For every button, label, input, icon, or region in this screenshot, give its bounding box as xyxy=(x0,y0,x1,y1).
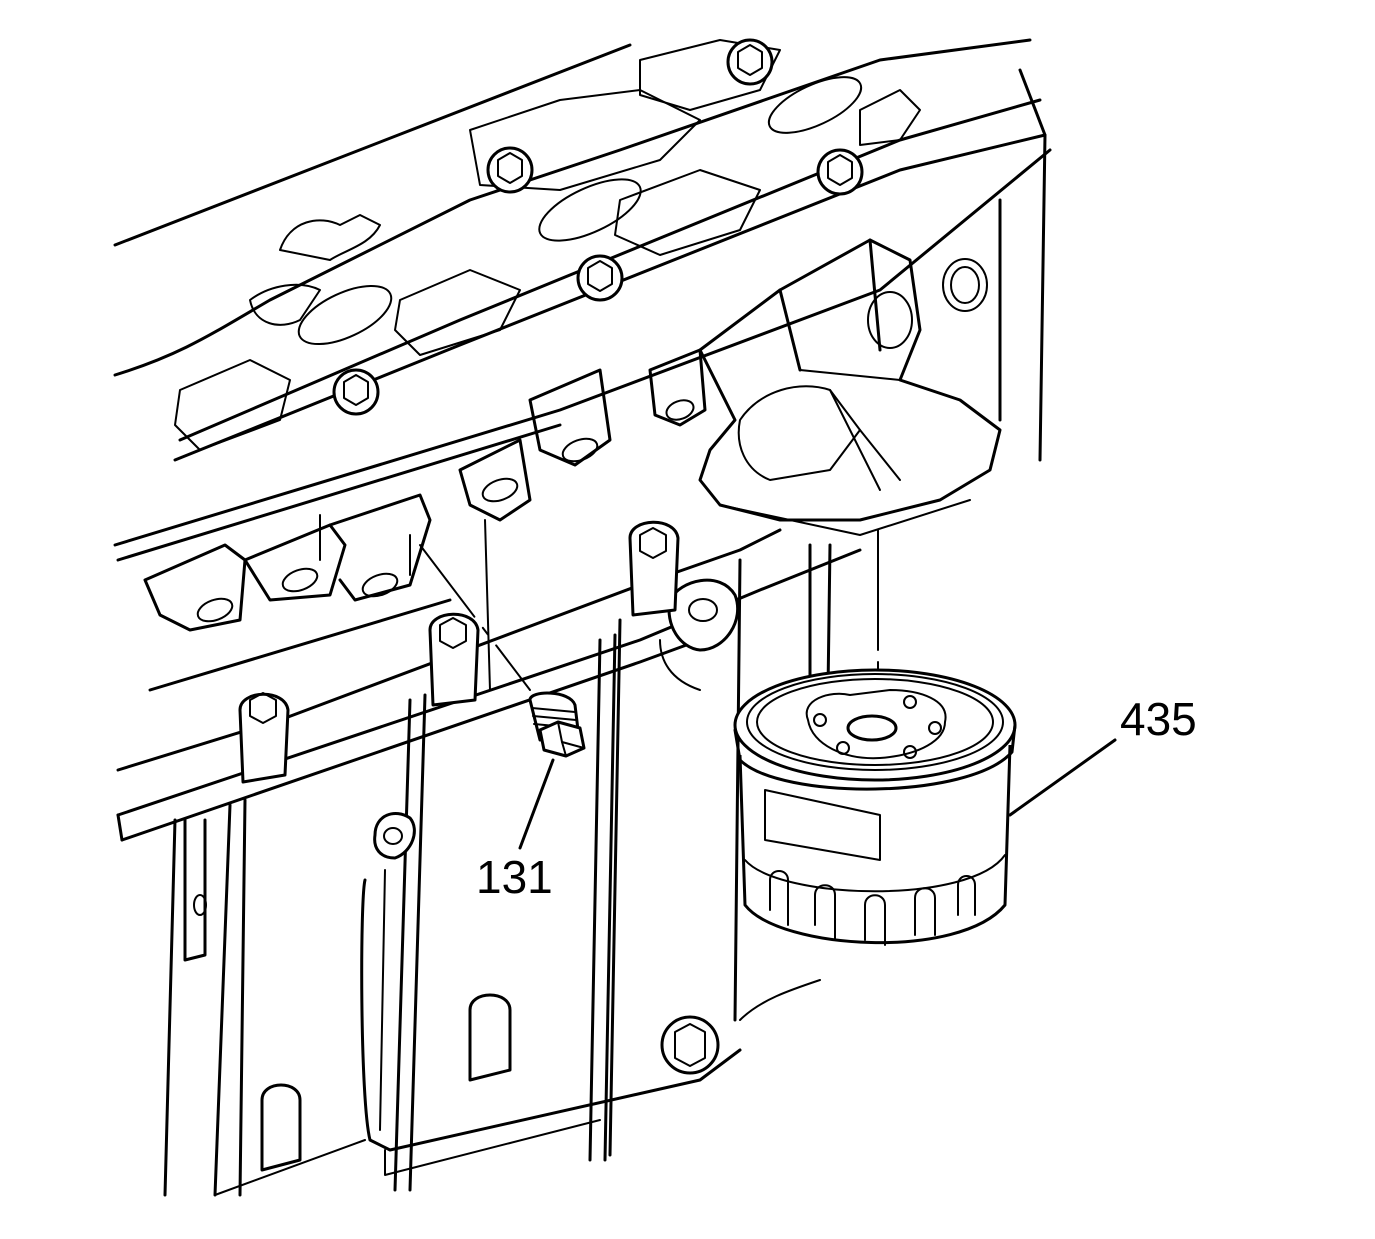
head-bolt xyxy=(726,38,774,86)
head-bolt xyxy=(576,254,624,302)
callout-label-131: 131 xyxy=(476,851,553,903)
pan-flange-bolt xyxy=(628,520,680,617)
engine-block xyxy=(113,38,1052,692)
drain-plug xyxy=(528,691,586,758)
block-bosses xyxy=(143,348,707,691)
drain-plug-axis xyxy=(419,544,531,691)
oil-filter xyxy=(733,529,1017,946)
leader-line-oil-filter xyxy=(1008,738,1117,817)
pan-flange-bolts xyxy=(238,520,680,784)
pan-bolt xyxy=(660,1015,720,1075)
pan-flange-bolt xyxy=(428,612,480,707)
oil-pan xyxy=(116,528,862,1197)
callout-drain-plug: 131 xyxy=(476,758,555,903)
head-bolt xyxy=(486,146,534,194)
callout-oil-filter: 435 xyxy=(1008,693,1197,817)
head-bolt xyxy=(332,368,380,416)
oil-filter-adapter xyxy=(698,238,1002,536)
pan-flange-bolt xyxy=(238,692,290,784)
head-bolts xyxy=(332,38,864,416)
callout-label-435: 435 xyxy=(1120,693,1197,745)
leader-line-drain-plug xyxy=(518,758,555,850)
head-bolt xyxy=(816,148,864,196)
